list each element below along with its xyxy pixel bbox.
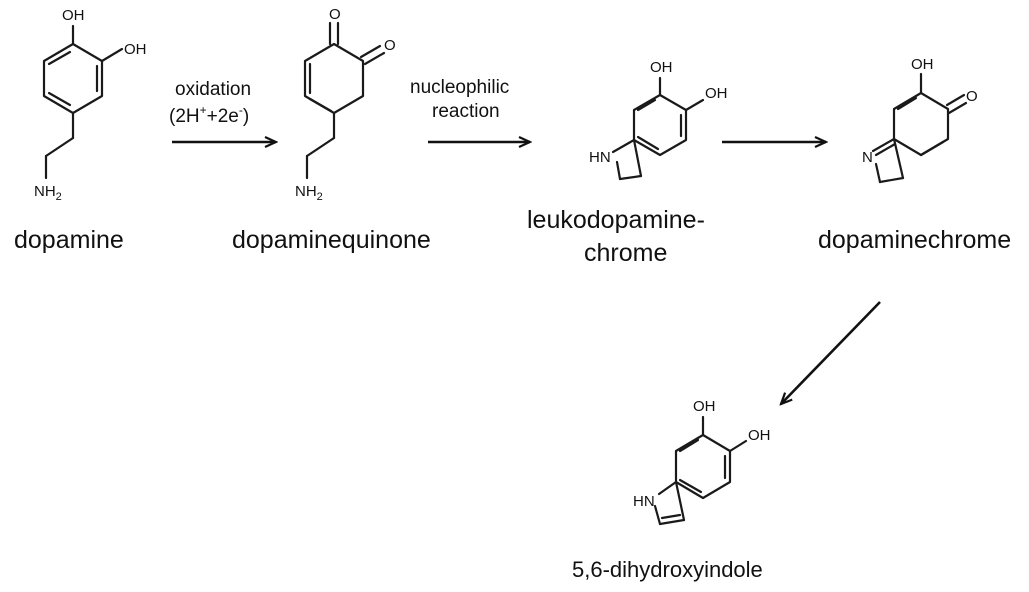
leukodopaminechrome-label-line1: leukodopamine- (527, 206, 705, 234)
arrow-to-dihydroxyindole (781, 301, 881, 404)
dopaminequinone-label: dopaminequinone (232, 226, 431, 254)
quinone-o-top: O (329, 6, 341, 23)
dihydroxyindole-structure: OH OH HN (633, 398, 771, 526)
dopamine-nh2: NH2 (34, 183, 62, 203)
dopamine-oh-side: OH (124, 41, 147, 58)
leuko-oh-top: OH (650, 59, 673, 76)
leuko-oh-side: OH (705, 85, 728, 102)
dopamine-structure: OH OH NH2 (34, 7, 147, 203)
indole-hn: HN (633, 493, 655, 510)
dihydroxyindole-label: 5,6-dihydroxyindole (572, 557, 763, 582)
nucleophilic-label: nucleophilic (410, 77, 509, 98)
leuko-hn: HN (589, 149, 611, 166)
quinone-nh2: NH2 (295, 183, 323, 203)
leukodopaminechrome-label-line2: chrome (584, 239, 667, 267)
oxidation-conditions: (2H++2e-) (169, 103, 249, 127)
chrome-oh-top: OH (911, 56, 934, 73)
reaction-label: reaction (432, 101, 500, 122)
dopaminechrome-structure: OH O N (862, 56, 978, 184)
indole-oh-top: OH (693, 398, 716, 415)
oxidation-label: oxidation (175, 79, 251, 100)
dopamine-label: dopamine (14, 226, 124, 254)
chrome-n: N (862, 149, 873, 166)
indole-oh-side: OH (748, 427, 771, 444)
dopamine-oh-top: OH (62, 7, 85, 24)
quinone-o-side: O (384, 37, 396, 54)
dopaminechrome-label: dopaminechrome (818, 226, 1011, 254)
chrome-o-side: O (966, 88, 978, 105)
dopaminequinone-structure: O O NH2 (295, 6, 396, 203)
leukodopaminechrome-structure: OH OH HN (589, 59, 728, 181)
